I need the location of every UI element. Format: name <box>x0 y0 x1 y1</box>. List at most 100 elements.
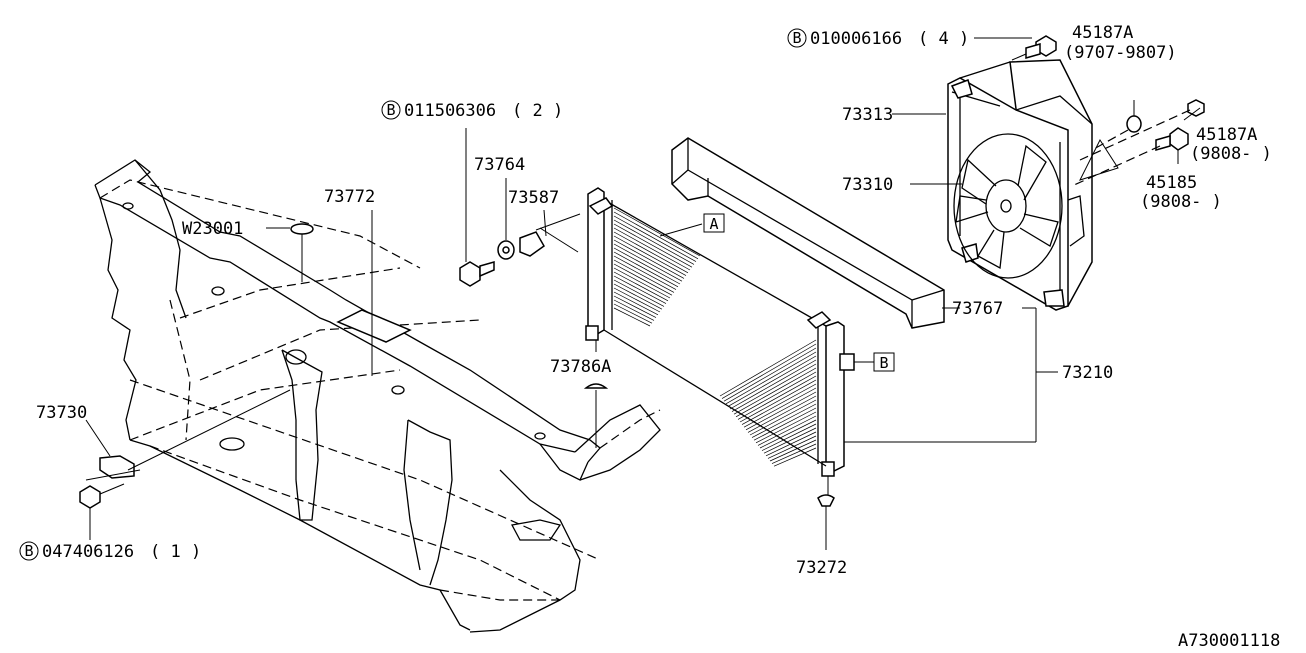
fin-line <box>767 435 817 459</box>
air-seal <box>671 137 945 329</box>
bolt-symbol: B <box>386 101 395 119</box>
fin-line <box>727 355 817 407</box>
clip <box>583 383 609 448</box>
bolt-bottom-left <box>79 483 125 509</box>
fin-line <box>613 251 679 288</box>
fin-line <box>731 363 817 412</box>
fin-line <box>763 427 817 454</box>
fin-line <box>737 375 817 420</box>
fin-line <box>613 275 667 304</box>
fin-line <box>719 339 817 397</box>
fin-line <box>613 223 693 268</box>
label-73767: 73767 <box>952 299 1003 319</box>
svg-text:B: B <box>879 354 888 372</box>
label-73310: 73310 <box>842 175 893 195</box>
fin-line <box>613 219 695 265</box>
condenser <box>585 187 874 496</box>
tag-b: B <box>873 352 895 372</box>
fin-line <box>729 359 817 410</box>
radiator-core-support <box>94 159 661 633</box>
fin-line <box>613 211 699 260</box>
label-45187A-top: 45187A <box>1072 23 1133 43</box>
fin-line <box>773 447 817 467</box>
fin-line <box>613 227 691 271</box>
leader-lines <box>85 37 1201 540</box>
shroud-hardware <box>1011 35 1205 187</box>
bolt-symbol: B <box>792 29 801 47</box>
fin-line <box>721 343 817 399</box>
fin-line <box>745 391 817 431</box>
fin-line <box>757 415 817 446</box>
callout-bolt-bottom-left: B 047406126 ( 1 ) <box>19 541 201 562</box>
tag-a: A <box>703 213 725 233</box>
label-45187A-top-range: (9707-9807) <box>1064 43 1177 63</box>
fin-line <box>613 235 687 276</box>
fin-line <box>613 279 665 307</box>
quantity: ( 2 ) <box>512 101 563 121</box>
fin-line <box>613 259 675 293</box>
fin-line <box>741 383 817 425</box>
fin-line <box>723 347 817 402</box>
fin-line <box>613 263 673 296</box>
callout-bolt-top-center: B 011506306 ( 2 ) <box>381 100 563 121</box>
label-73730: 73730 <box>36 403 87 423</box>
label-73587: 73587 <box>508 188 559 208</box>
fin-line <box>733 367 817 415</box>
diagram-code: A730001118 <box>1178 631 1280 651</box>
label-73786A: 73786A <box>550 357 611 377</box>
fin-line <box>613 243 683 282</box>
fin-line <box>613 231 689 274</box>
fin-line <box>613 255 677 290</box>
fin-line <box>613 287 661 313</box>
fin-line <box>749 399 817 436</box>
fin-line <box>613 303 653 324</box>
label-73764: 73764 <box>474 155 525 175</box>
fin-line <box>755 411 817 444</box>
bolt-73764-group <box>459 128 581 287</box>
fin-line <box>739 379 817 423</box>
fin-line <box>725 351 817 405</box>
part-number: 047406126 <box>42 542 134 562</box>
label-73272: 73272 <box>796 558 847 578</box>
fin-line <box>759 419 817 449</box>
fin-line <box>613 283 663 310</box>
label-73210: 73210 <box>1062 363 1113 383</box>
fin-line <box>613 271 669 302</box>
label-45185: 45185 <box>1146 173 1197 193</box>
part-number: 010006166 <box>810 29 902 49</box>
svg-text:A: A <box>709 215 718 233</box>
fin-line <box>771 443 817 464</box>
fin-line <box>769 439 817 462</box>
fin-line <box>613 295 657 318</box>
fin-line <box>613 307 651 327</box>
label-plate <box>336 309 412 343</box>
fin-line <box>747 395 817 433</box>
fin-line <box>613 247 681 285</box>
label-45187A-right: 45187A <box>1196 125 1257 145</box>
fin-line <box>735 371 817 418</box>
fin-line <box>613 299 655 321</box>
fin-line <box>613 239 685 279</box>
fan-shroud <box>947 59 1093 311</box>
label-73313: 73313 <box>842 105 893 125</box>
label-45187A-right-range: (9808- ) <box>1190 144 1272 164</box>
label-W23001: W23001 <box>182 219 243 239</box>
fin-line <box>613 215 697 262</box>
fin-line <box>751 403 817 438</box>
bolt-symbol: B <box>24 542 33 560</box>
callout-bolt-top-right: B 010006166 ( 4 ) <box>787 28 969 49</box>
fin-line <box>613 267 671 299</box>
cushion <box>817 494 835 550</box>
quantity: ( 1 ) <box>150 542 201 562</box>
quantity: ( 4 ) <box>918 29 969 49</box>
part-number: 011506306 <box>404 101 496 121</box>
fin-line <box>743 387 817 428</box>
plug <box>290 223 314 235</box>
fin-line <box>613 291 659 316</box>
label-45185-range: (9808- ) <box>1140 192 1222 212</box>
fin-line <box>753 407 817 441</box>
label-73772: 73772 <box>324 187 375 207</box>
fin-line <box>613 207 701 257</box>
bracket <box>85 389 291 481</box>
